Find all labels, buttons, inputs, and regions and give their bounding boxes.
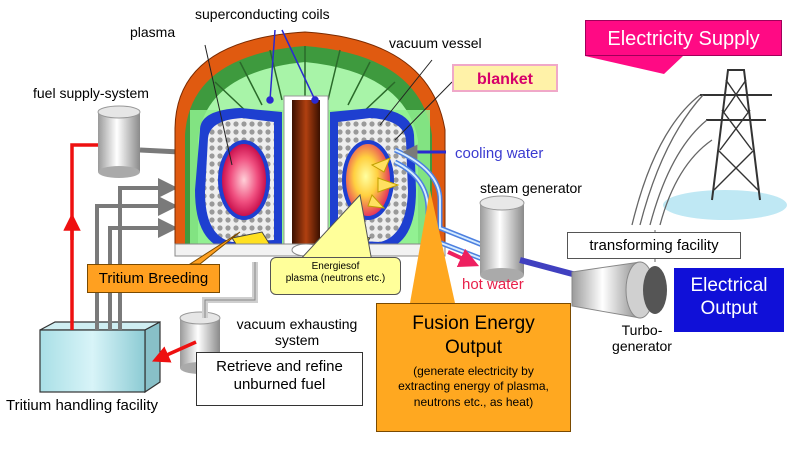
fusion-pointer bbox=[410, 190, 455, 303]
vacuum-vessel-label: vacuum vessel bbox=[389, 35, 482, 51]
leader-lines bbox=[266, 29, 319, 104]
tritium-flow-arrows bbox=[63, 143, 197, 363]
tritium-handling-label: Tritium handling facility bbox=[6, 397, 158, 414]
transforming-facility-label: transforming facility bbox=[567, 232, 741, 259]
superconducting-coils-label: superconducting coils bbox=[195, 6, 330, 22]
fusion-sub-line-1: (generate electricity by bbox=[413, 363, 534, 378]
electrical-output-line-2: Output bbox=[700, 297, 758, 319]
steam-generator-label: steam generator bbox=[480, 180, 582, 196]
tritium-breeding-label: Tritium Breeding bbox=[87, 264, 220, 293]
fusion-title-line-2: Output bbox=[444, 336, 503, 358]
vacuum-exhaust-label: vacuum exhausting system bbox=[222, 316, 372, 348]
fusion-title-line-1: Fusion Energy bbox=[412, 313, 535, 334]
turbo-line-1: Turbo- bbox=[621, 322, 663, 338]
energies-line-2: plasma (neutrons etc.) bbox=[285, 273, 386, 284]
energies-of-plasma-label: Energiesof plasma (neutrons etc.) bbox=[270, 257, 401, 295]
energies-line-1: Energiesof bbox=[311, 261, 360, 272]
fuel-supply-tank-icon bbox=[97, 105, 141, 178]
retrieve-line-2: unburned fuel bbox=[233, 376, 326, 393]
tokamak-reactor-icon bbox=[174, 31, 446, 257]
turbo-generator-icon bbox=[571, 261, 667, 319]
vacuum-exhaust-line-1: vacuum exhausting bbox=[236, 316, 358, 332]
hot-water-label: hot water bbox=[462, 276, 524, 293]
turbo-generator-label: Turbo- generator bbox=[603, 322, 681, 354]
tritium-handling-tank-icon bbox=[39, 321, 161, 394]
fuel-return-pipes bbox=[95, 178, 178, 330]
label-pointers bbox=[204, 44, 453, 166]
neutron-energy-arrows bbox=[367, 157, 400, 209]
vacuum-exhaust-line-2: system bbox=[274, 332, 320, 349]
fuel-supply-label: fuel supply-system bbox=[33, 85, 149, 101]
steam-generator-icon bbox=[479, 195, 525, 282]
steam-line bbox=[519, 257, 581, 279]
electrical-output-label: Electrical Output bbox=[674, 268, 784, 332]
electrical-output-line-1: Electrical bbox=[690, 275, 768, 296]
retrieve-refine-label: Retrieve and refine unburned fuel bbox=[196, 352, 363, 406]
blanket-label: blanket bbox=[452, 64, 558, 92]
turbo-line-2: generator bbox=[612, 338, 672, 355]
electricity-supply-label: Electricity Supply bbox=[585, 20, 782, 56]
fusion-energy-output-box: Fusion Energy Output (generate electrici… bbox=[376, 303, 571, 432]
fuel-injection-pipe bbox=[139, 147, 181, 155]
retrieve-line-1: Retrieve and refine bbox=[216, 358, 343, 375]
transmission-tower-icon bbox=[631, 69, 787, 226]
supply-pointer bbox=[585, 56, 683, 74]
fusion-sub-line-2: extracting energy of plasma, bbox=[398, 379, 549, 394]
cooling-water-label: cooling water bbox=[455, 145, 544, 162]
plasma-label: plasma bbox=[130, 24, 176, 40]
fusion-sub-line-3: neutrons etc., as heat) bbox=[413, 394, 534, 409]
